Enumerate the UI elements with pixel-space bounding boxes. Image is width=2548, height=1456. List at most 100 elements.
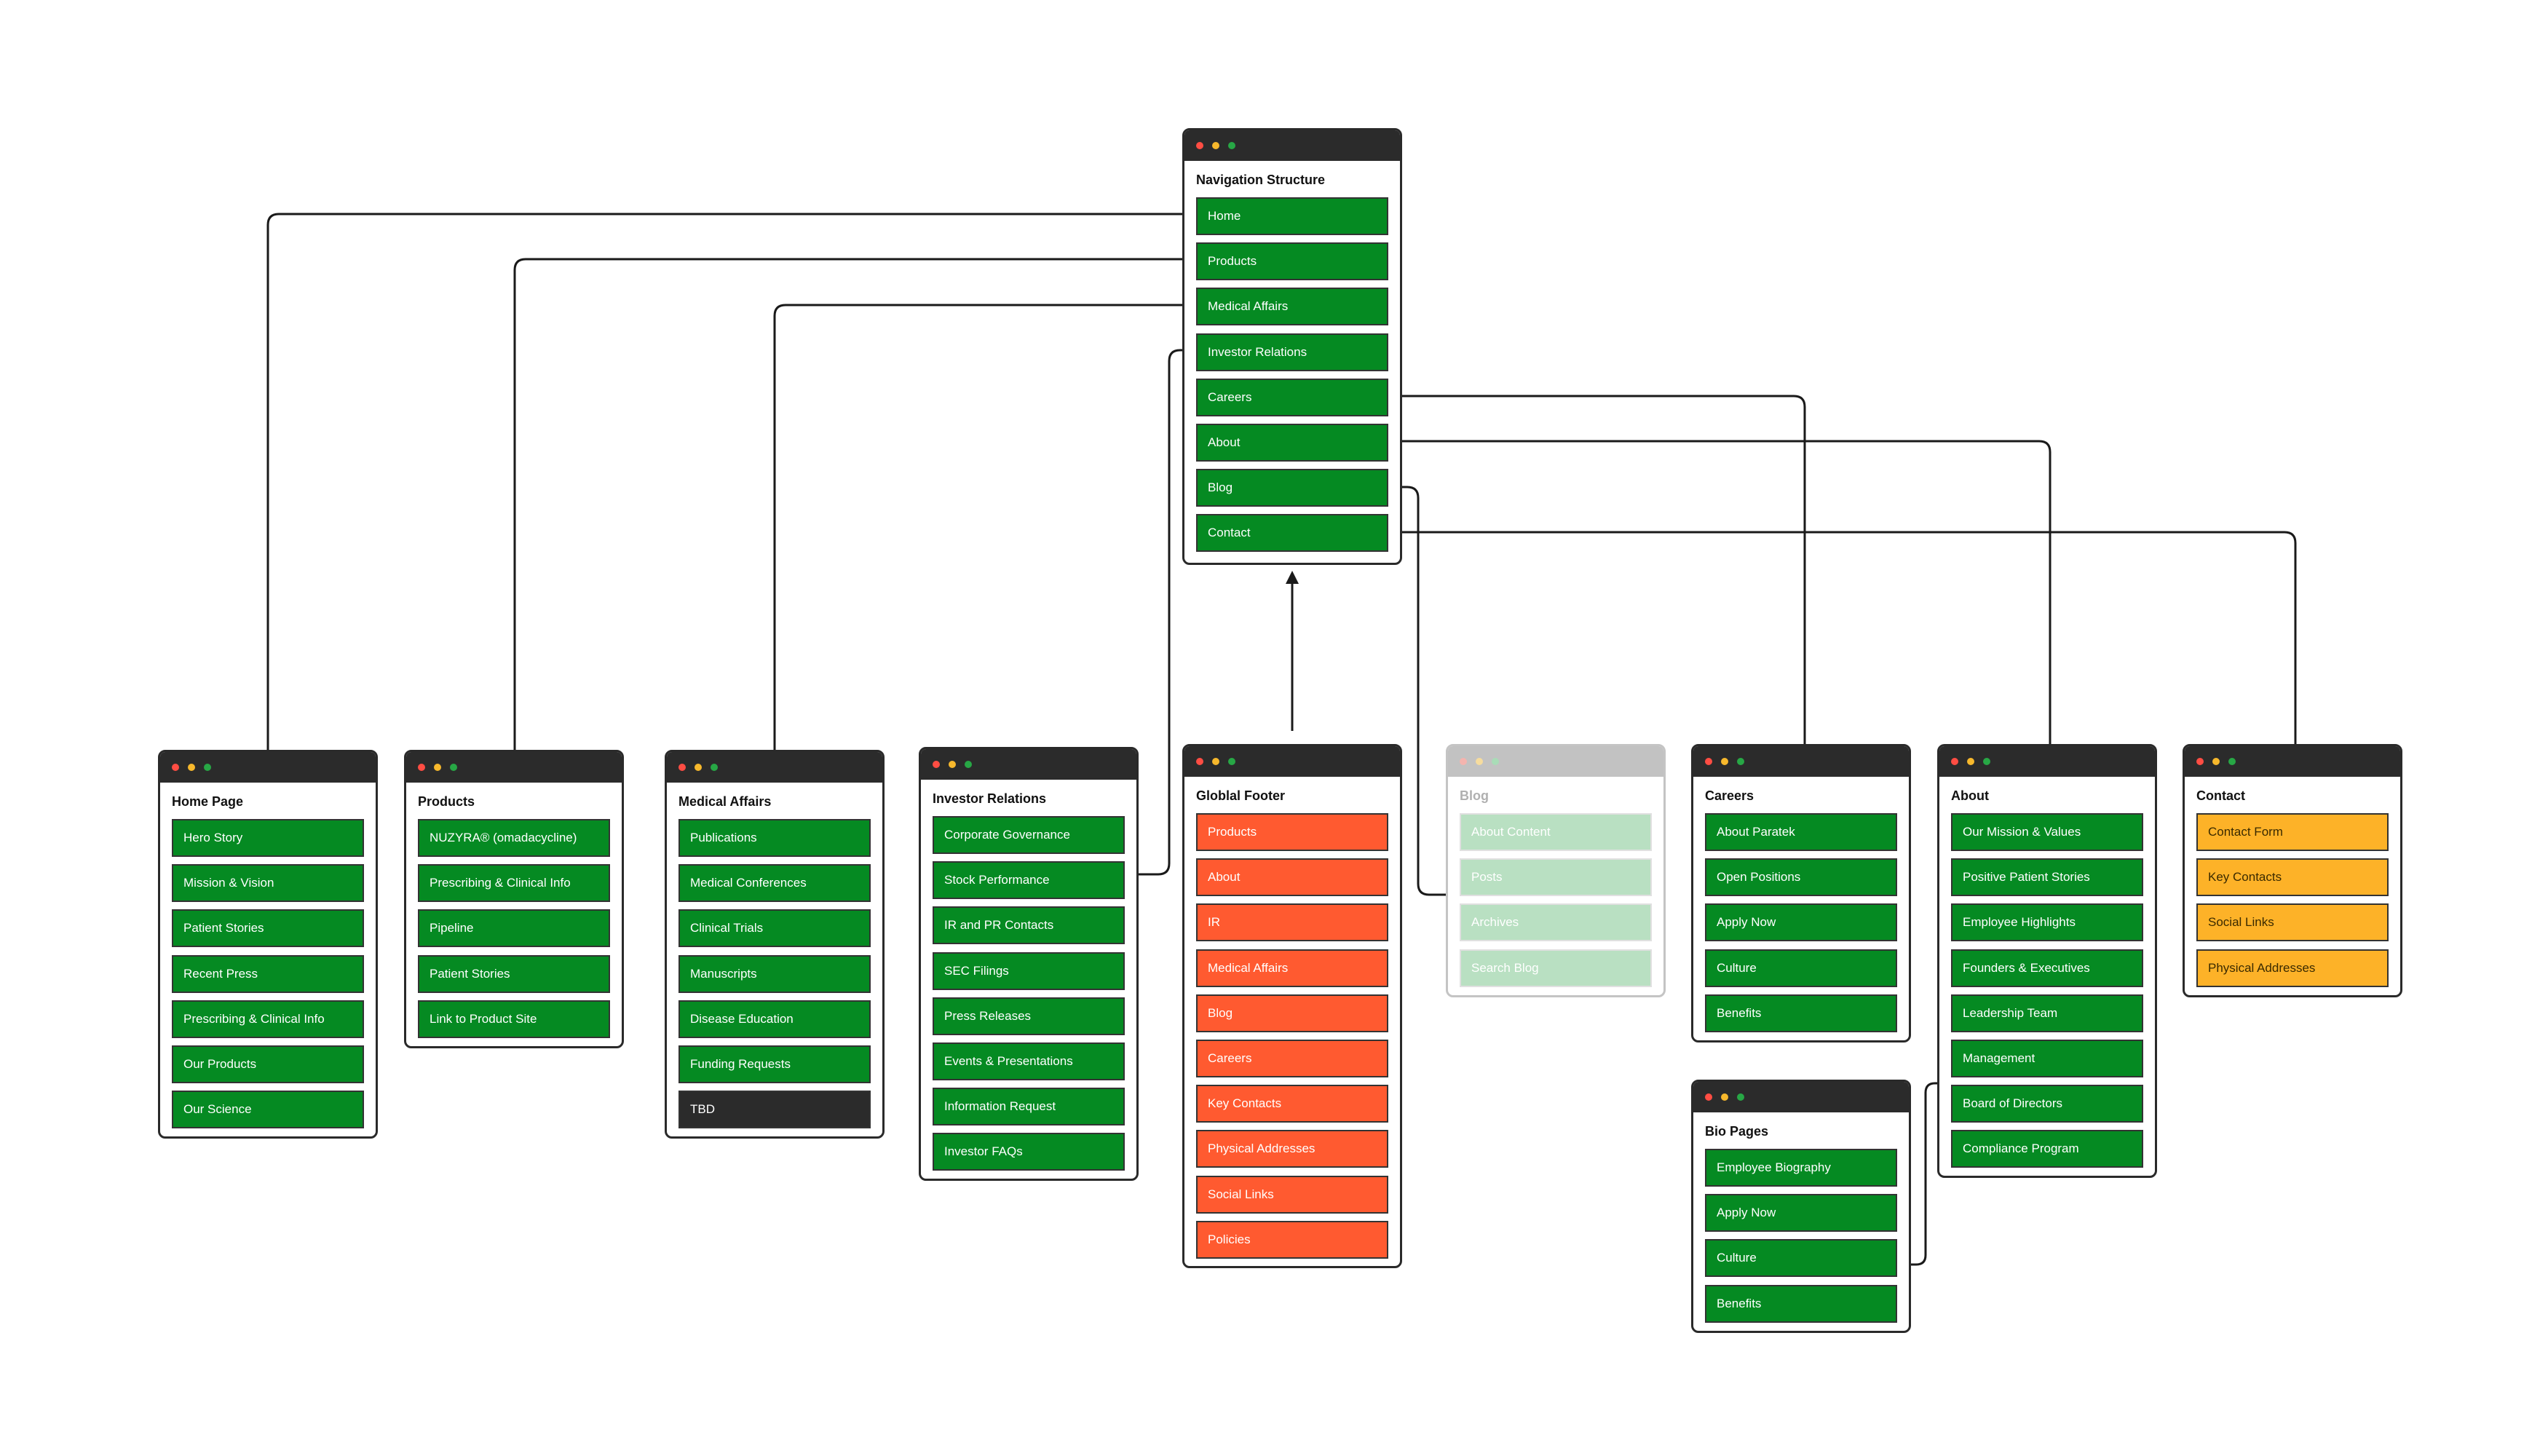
bio-item-culture[interactable]: Culture: [1705, 1239, 1897, 1278]
investor-item-investor-faqs[interactable]: Investor FAQs: [933, 1133, 1125, 1171]
footer-item-medical-affairs[interactable]: Medical Affairs: [1196, 949, 1388, 987]
connector-about: [1389, 440, 2052, 747]
close-dot-icon: [1951, 758, 1958, 765]
home-item-our-science[interactable]: Our Science: [172, 1091, 364, 1129]
window-titlebar: [160, 752, 376, 783]
minimize-dot-icon: [695, 764, 702, 771]
connector-bio-pages: [1910, 1082, 1941, 1266]
minimize-dot-icon: [1476, 758, 1483, 765]
investor-item-corporate-governance[interactable]: Corporate Governance: [933, 816, 1125, 854]
products-item-prescribing-and-clinical-info[interactable]: Prescribing & Clinical Info: [418, 864, 610, 903]
nav-item-careers[interactable]: Careers: [1196, 378, 1388, 416]
about-item-leadership-team[interactable]: Leadership Team: [1951, 994, 2143, 1032]
nav-item-products[interactable]: Products: [1196, 242, 1388, 281]
products-item-link-to-product-site[interactable]: Link to Product Site: [418, 1000, 610, 1038]
maximize-dot-icon: [1228, 758, 1235, 765]
about-item-founders-and-executives[interactable]: Founders & Executives: [1951, 949, 2143, 987]
window-titlebar: [1693, 1082, 1909, 1112]
medical-item-medical-conferences[interactable]: Medical Conferences: [678, 864, 871, 903]
minimize-dot-icon: [1967, 758, 1974, 765]
footer-item-policies[interactable]: Policies: [1196, 1220, 1388, 1259]
contact-item-key-contacts[interactable]: Key Contacts: [2196, 858, 2389, 897]
about-item-board-of-directors[interactable]: Board of Directors: [1951, 1085, 2143, 1123]
nav-item-home[interactable]: Home: [1196, 197, 1388, 235]
home-item-prescribing-and-clinical-info[interactable]: Prescribing & Clinical Info: [172, 1000, 364, 1038]
investor-item-sec-filings[interactable]: SEC Filings: [933, 951, 1125, 990]
about-item-compliance-program[interactable]: Compliance Program: [1951, 1130, 2143, 1168]
window-title: Investor Relations: [933, 791, 1047, 806]
bio-item-apply-now[interactable]: Apply Now: [1705, 1194, 1897, 1233]
careers-item-culture[interactable]: Culture: [1705, 949, 1897, 987]
home-item-our-products[interactable]: Our Products: [172, 1045, 364, 1083]
window-titlebar: [1693, 746, 1909, 777]
products-item-pipeline[interactable]: Pipeline: [418, 909, 610, 948]
home-item-hero-story[interactable]: Hero Story: [172, 819, 364, 857]
home-item-patient-stories[interactable]: Patient Stories: [172, 909, 364, 948]
products-item-patient-stories[interactable]: Patient Stories: [418, 954, 610, 993]
contact-item-social-links[interactable]: Social Links: [2196, 903, 2389, 942]
contact-item-contact-form[interactable]: Contact Form: [2196, 813, 2389, 851]
window-titlebar: [921, 749, 1136, 780]
medical-item-funding-requests[interactable]: Funding Requests: [678, 1045, 871, 1083]
minimize-dot-icon: [1721, 1093, 1728, 1101]
footer-item-careers[interactable]: Careers: [1196, 1040, 1388, 1077]
medical-item-manuscripts[interactable]: Manuscripts: [678, 954, 871, 993]
investor-item-ir-and-pr-contacts[interactable]: IR and PR Contacts: [933, 906, 1125, 945]
medical-item-publications[interactable]: Publications: [678, 819, 871, 857]
maximize-dot-icon: [1983, 758, 1990, 765]
footer-item-ir[interactable]: IR: [1196, 903, 1388, 942]
investor-item-information-request[interactable]: Information Request: [933, 1088, 1125, 1126]
footer-item-products[interactable]: Products: [1196, 813, 1388, 851]
close-dot-icon: [1705, 758, 1712, 765]
bio-item-benefits[interactable]: Benefits: [1705, 1284, 1897, 1323]
nav-item-about[interactable]: About: [1196, 424, 1388, 462]
blog-item-search-blog[interactable]: Search Blog: [1460, 949, 1652, 987]
medical-item-clinical-trials[interactable]: Clinical Trials: [678, 909, 871, 948]
close-dot-icon: [1705, 1093, 1712, 1101]
window-titlebar: [2185, 746, 2400, 777]
careers-item-apply-now[interactable]: Apply Now: [1705, 903, 1897, 942]
about-item-management[interactable]: Management: [1951, 1040, 2143, 1077]
about-item-employee-highlights[interactable]: Employee Highlights: [1951, 903, 2143, 942]
contact-item-physical-addresses[interactable]: Physical Addresses: [2196, 949, 2389, 987]
careers-item-about-paratek[interactable]: About Paratek: [1705, 813, 1897, 851]
medical-item-disease-education[interactable]: Disease Education: [678, 1000, 871, 1038]
investor-item-stock-performance[interactable]: Stock Performance: [933, 861, 1125, 900]
connector-contact: [1389, 531, 2297, 747]
medical-item-tbd[interactable]: TBD: [678, 1091, 871, 1129]
home-item-recent-press[interactable]: Recent Press: [172, 954, 364, 993]
blog-item-posts[interactable]: Posts: [1460, 858, 1652, 897]
bio-item-employee-biography[interactable]: Employee Biography: [1705, 1149, 1897, 1187]
nav-item-contact[interactable]: Contact: [1196, 514, 1388, 553]
about-item-positive-patient-stories[interactable]: Positive Patient Stories: [1951, 858, 2143, 897]
window-title: Blog: [1460, 788, 1489, 803]
nav-item-investor-relations[interactable]: Investor Relations: [1196, 333, 1388, 371]
footer-item-about[interactable]: About: [1196, 858, 1388, 897]
nav-item-blog[interactable]: Blog: [1196, 469, 1388, 507]
maximize-dot-icon: [711, 764, 718, 771]
about-item-our-mission-and-values[interactable]: Our Mission & Values: [1951, 813, 2143, 851]
connector-home: [266, 213, 1200, 753]
close-dot-icon: [1196, 142, 1203, 149]
nav-item-medical-affairs[interactable]: Medical Affairs: [1196, 288, 1388, 326]
footer-item-key-contacts[interactable]: Key Contacts: [1196, 1085, 1388, 1123]
blog-item-archives[interactable]: Archives: [1460, 903, 1652, 942]
investor-item-events-and-presentations[interactable]: Events & Presentations: [933, 1042, 1125, 1080]
products-item-nuzyra-omadacycline[interactable]: NUZYRA® (omadacycline): [418, 819, 610, 857]
footer-item-blog[interactable]: Blog: [1196, 994, 1388, 1032]
careers-item-benefits[interactable]: Benefits: [1705, 994, 1897, 1032]
home-item-mission-and-vision[interactable]: Mission & Vision: [172, 864, 364, 903]
investor-item-press-releases[interactable]: Press Releases: [933, 997, 1125, 1035]
blog-item-about-content[interactable]: About Content: [1460, 813, 1652, 851]
footer-item-social-links[interactable]: Social Links: [1196, 1175, 1388, 1214]
footer-item-physical-addresses[interactable]: Physical Addresses: [1196, 1130, 1388, 1168]
window-title: Contact: [2196, 788, 2245, 803]
careers-item-open-positions[interactable]: Open Positions: [1705, 858, 1897, 897]
